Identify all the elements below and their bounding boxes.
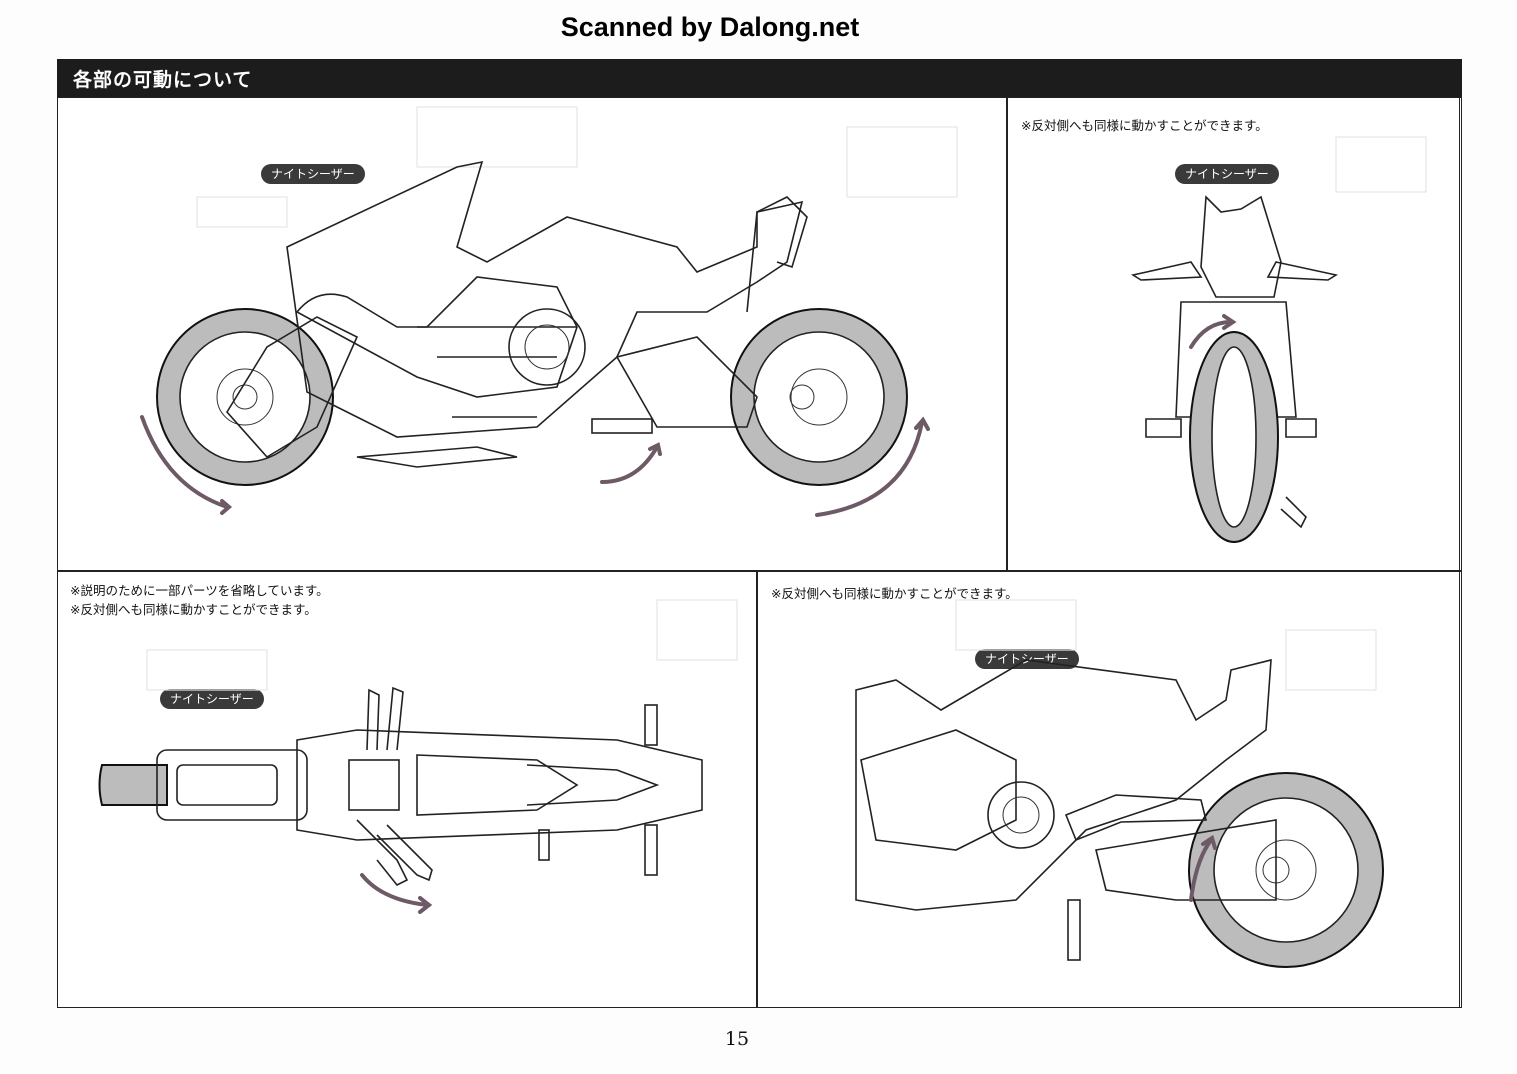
section-header: 各部の可動について: [57, 59, 1462, 98]
panel-rear-view: ※反対側へも同様に動かすことができます。 ナイトシーザー: [1006, 97, 1462, 572]
panel-top-view: ※説明のために一部パーツを省略しています。 ※反対側へも同様に動かすことができま…: [57, 570, 758, 1008]
note-both-sides: ※反対側へも同様に動かすことができます。: [771, 586, 1018, 601]
swingarm-view-illustration: [855, 599, 1384, 968]
model-label: ナイトシーザー: [160, 689, 264, 709]
rear-view-illustration: [1130, 136, 1427, 543]
note-parts-omitted: ※説明のために一部パーツを省略しています。: [70, 583, 329, 598]
side-view-illustration: [140, 106, 958, 517]
panel-side-view: ナイトシーザー: [57, 97, 1008, 572]
model-label: ナイトシーザー: [261, 164, 365, 184]
scan-credit: Scanned by Dalong.net: [560, 12, 860, 42]
section-title: 各部の可動について: [73, 69, 253, 91]
top-view-illustration: [98, 599, 738, 914]
note-both-sides: ※反対側へも同様に動かすことができます。: [1021, 118, 1268, 133]
model-label: ナイトシーザー: [1175, 164, 1279, 184]
page-number: 15: [724, 1028, 750, 1050]
note-both-sides: ※反対側へも同様に動かすことができます。: [70, 602, 317, 617]
